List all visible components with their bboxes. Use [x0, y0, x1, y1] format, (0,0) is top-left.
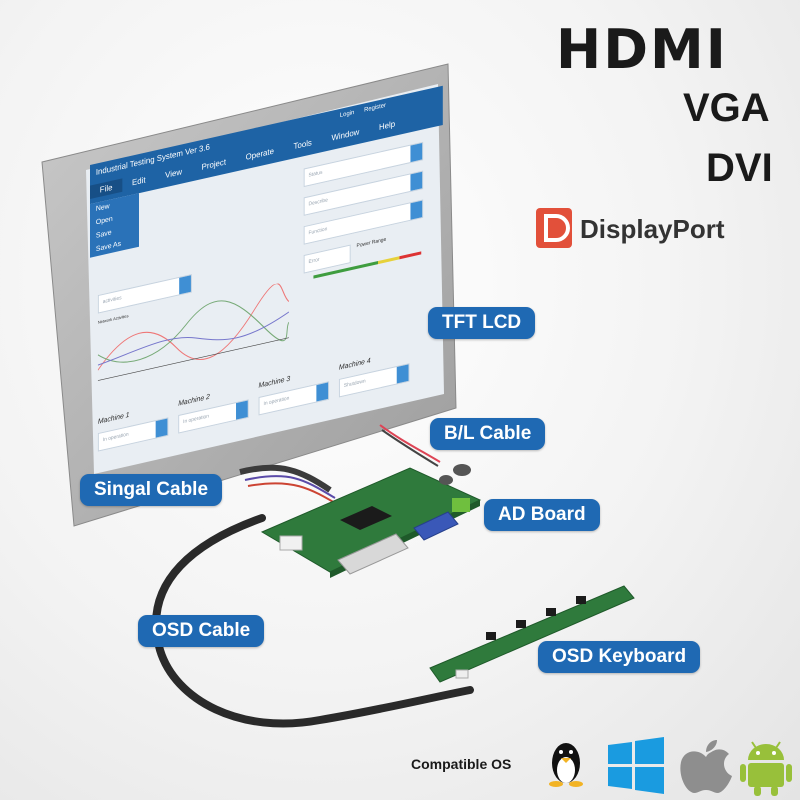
- osd-cable-wire: [152, 514, 474, 728]
- power-terminal: [452, 498, 470, 512]
- callout-osd-cable: OSD Cable: [138, 615, 265, 647]
- callout-signal-cable: Singal Cable: [80, 474, 223, 506]
- callout-osd-keyboard: OSD Keyboard: [538, 641, 701, 673]
- callout-ad-board: AD Board: [484, 499, 600, 531]
- hdmi-logo-text: HDMI: [556, 18, 728, 81]
- capacitor: [453, 464, 471, 476]
- signal-cable-ribbon: [239, 464, 332, 493]
- compatible-os-label: Compatible OS: [411, 756, 512, 772]
- android-icon: [740, 741, 792, 796]
- callout-tft-lcd: TFT LCD: [428, 307, 536, 339]
- linux-icon: [549, 743, 583, 787]
- vga-port: [413, 511, 459, 541]
- osd-keyboard-buttons: [486, 596, 586, 640]
- displayport-logo-icon: [536, 208, 572, 248]
- windows-icon: [608, 737, 664, 794]
- dvi-text: DVI: [706, 146, 773, 190]
- apple-icon: [680, 740, 732, 793]
- displayport-text: DisplayPort: [580, 214, 725, 244]
- screen-ui: Industrial Testing System Ver 3.6 Login …: [90, 85, 443, 474]
- screen-wave-chart: [97, 283, 289, 381]
- bl-cable-wire: [379, 424, 441, 463]
- dvi-port: [337, 533, 409, 575]
- osd-keyboard-pcb: [429, 585, 635, 683]
- ad-board-chip: [340, 506, 392, 530]
- callout-bl-cable: B/L Cable: [430, 418, 546, 450]
- osd-connector: [279, 535, 303, 551]
- vga-text: VGA: [683, 86, 770, 130]
